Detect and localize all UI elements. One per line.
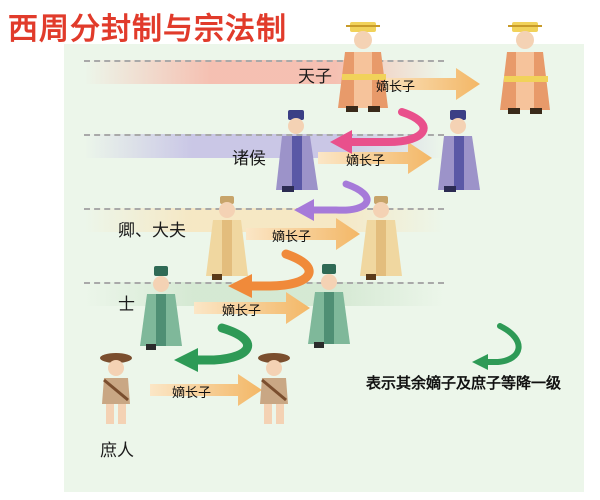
succession-label-shuren: 嫡长子 bbox=[172, 386, 212, 401]
figure-zhuhou-right bbox=[438, 110, 480, 192]
tier-divider-zhuhou bbox=[84, 134, 444, 136]
tier-divider-qingdafu bbox=[84, 208, 444, 210]
figure-qingdafu-left bbox=[206, 196, 248, 280]
succession-arrow-qingdafu bbox=[246, 218, 360, 250]
legend-arrowhead-icon bbox=[472, 354, 488, 370]
succession-label-tianzi: 嫡长子 bbox=[376, 80, 416, 95]
figure-tianzi-left bbox=[338, 22, 388, 112]
succession-arrow-zhuhou bbox=[318, 142, 432, 174]
demotion-arrowhead-tianzi bbox=[330, 130, 352, 154]
demotion-arrowhead-qingdafu bbox=[228, 274, 252, 298]
tier-label-zhuhou: 诸侯 bbox=[232, 149, 266, 169]
tier-label-shuren: 庶人 bbox=[100, 441, 134, 461]
succession-arrow-tianzi bbox=[370, 68, 480, 100]
tier-label-qingdafu: 卿、大夫 bbox=[118, 221, 186, 241]
figure-shuren-right bbox=[258, 353, 290, 424]
succession-arrow-shuren bbox=[150, 374, 262, 406]
figure-zhuhou-left bbox=[276, 110, 318, 192]
figure-shi-left bbox=[140, 266, 182, 350]
legend-text: 表示其余嫡子及庶子等降一级 bbox=[366, 374, 562, 392]
demotion-arrowhead-shi bbox=[174, 348, 198, 372]
demotion-arrowhead-zhuhou bbox=[294, 199, 314, 221]
tier-label-tianzi: 天子 bbox=[298, 67, 332, 87]
demotion-arrow-shi bbox=[191, 323, 253, 365]
succession-label-zhuhou: 嫡长子 bbox=[346, 154, 386, 169]
tier-label-shi: 士 bbox=[118, 295, 135, 315]
page-title: 西周分封制与宗法制 bbox=[8, 12, 287, 47]
succession-arrow-shi bbox=[194, 292, 310, 324]
demotion-arrow-tianzi bbox=[346, 108, 428, 146]
figure-shuren-left bbox=[100, 353, 132, 424]
figure-tianzi-right bbox=[500, 22, 550, 114]
figure-qingdafu-right bbox=[360, 196, 402, 280]
demotion-arrow-zhuhou bbox=[308, 180, 371, 214]
legend-arrow-icon bbox=[483, 323, 522, 365]
demotion-arrow-qingdafu bbox=[245, 249, 314, 291]
figure-shi-right bbox=[308, 264, 350, 348]
succession-label-qingdafu: 嫡长子 bbox=[272, 230, 312, 245]
tier-divider-tianzi bbox=[84, 60, 444, 62]
succession-label-shi: 嫡长子 bbox=[222, 304, 262, 319]
